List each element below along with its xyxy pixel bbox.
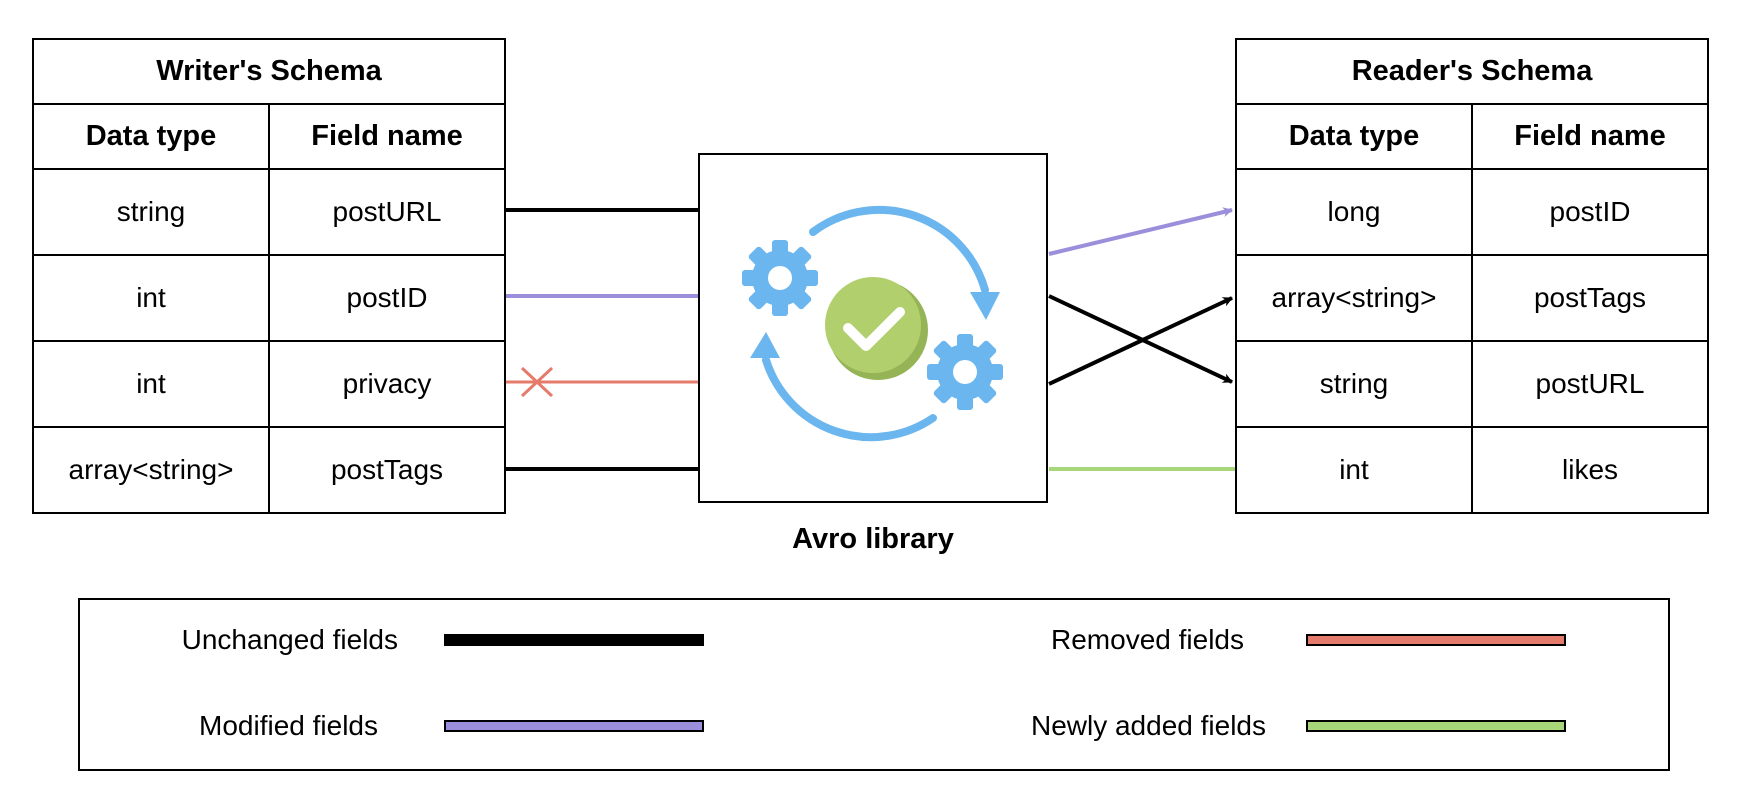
legend-added-label: Newly added fields xyxy=(1030,710,1266,741)
writer-schema-table: Writer's Schema Data type Field name str… xyxy=(31,38,507,514)
writer-cell-type: int xyxy=(32,340,270,428)
reader-cell-type: string xyxy=(1235,340,1473,428)
reader-schema-table: Reader's Schema Data type Field name lon… xyxy=(1234,38,1710,514)
writer-cell-name: postURL xyxy=(267,168,507,256)
writer-row: int privacy xyxy=(32,340,507,428)
reader-cell-type: int xyxy=(1235,426,1473,514)
legend-removed-label: Removed fields xyxy=(1051,624,1244,655)
reader-row: long postID xyxy=(1235,168,1710,256)
reader-cell-type: array<string> xyxy=(1235,254,1473,342)
reader-row: string postURL xyxy=(1235,340,1710,428)
legend-added-swatch xyxy=(1306,720,1566,732)
writer-cell-name: postTags xyxy=(267,426,507,514)
legend-unchanged-swatch xyxy=(444,634,704,646)
writer-row: string postURL xyxy=(32,168,507,256)
legend-modified-swatch xyxy=(444,720,704,732)
avro-library-label: Avro library xyxy=(792,523,954,555)
writer-header-field-name: Field name xyxy=(267,103,507,170)
legend: Unchanged fields Modified fields Removed… xyxy=(78,598,1670,771)
writer-row: int postID xyxy=(32,254,507,342)
unchanged-arrow-posttags xyxy=(1048,296,1233,386)
reader-cell-name: postTags xyxy=(1470,254,1710,342)
reader-header-field-name: Field name xyxy=(1470,103,1710,170)
removed-cross-icon xyxy=(520,366,554,398)
writer-header-data-type: Data type xyxy=(32,103,270,170)
reader-cell-name: postID xyxy=(1470,168,1710,256)
sync-check-icon xyxy=(742,205,1003,442)
writer-schema-title: Writer's Schema xyxy=(31,38,507,105)
reader-cell-name: likes xyxy=(1470,426,1710,514)
writer-cell-name: postID xyxy=(267,254,507,342)
legend-removed-swatch xyxy=(1306,634,1566,646)
reader-row: array<string> postTags xyxy=(1235,254,1710,342)
reader-schema-title: Reader's Schema xyxy=(1234,38,1710,105)
reader-row: int likes xyxy=(1235,426,1710,514)
reader-cell-type: long xyxy=(1235,168,1473,256)
modified-arrow-postid xyxy=(1048,207,1233,256)
writer-cell-type: array<string> xyxy=(32,426,270,514)
reader-header-data-type: Data type xyxy=(1235,103,1473,170)
writer-row: array<string> postTags xyxy=(32,426,507,514)
legend-modified-label: Modified fields xyxy=(199,710,378,741)
writer-cell-type: int xyxy=(32,254,270,342)
legend-unchanged-label: Unchanged fields xyxy=(181,624,398,655)
reader-cell-name: postURL xyxy=(1470,340,1710,428)
writer-cell-type: string xyxy=(32,168,270,256)
writer-cell-name: privacy xyxy=(267,340,507,428)
